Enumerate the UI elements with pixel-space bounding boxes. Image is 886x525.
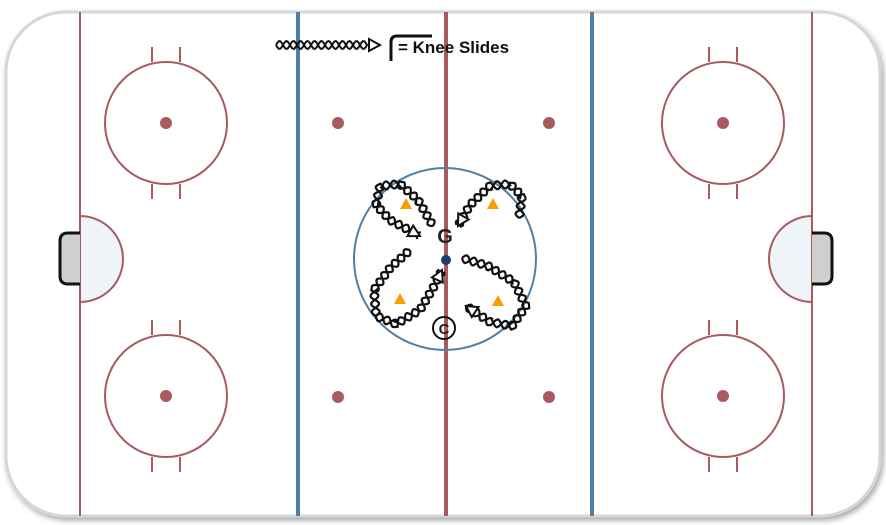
faceoff-circle-top-right [661, 47, 785, 199]
knee-slide-symbol-icon [389, 34, 432, 61]
wavy-path-arrow-icon [275, 37, 383, 53]
neutral-dot-top-right [543, 117, 555, 129]
path-bottom-left-arrow [429, 268, 444, 285]
path-bottom-right-arrow [464, 304, 481, 320]
puck-dot-icon [441, 255, 451, 265]
faceoff-circle-bottom-right [661, 320, 785, 472]
goalie-label: G [437, 226, 453, 248]
path-top-left [371, 179, 436, 240]
legend-arrow-head [368, 37, 383, 53]
goal-net-left [58, 231, 80, 286]
path-top-right [454, 179, 527, 228]
legend-label: = Knee Slides [398, 38, 509, 57]
center-circle [353, 167, 537, 351]
coach-circle [432, 316, 456, 340]
path-top-left-arrow [405, 223, 422, 238]
cone-bottom-right [492, 295, 504, 306]
neutral-dot-top-left [332, 117, 344, 129]
knee-slide-paths [369, 179, 531, 331]
goal-crease-left [79, 214, 124, 304]
goal-net-right [812, 231, 834, 286]
neutral-dot-bottom-right [543, 391, 555, 403]
cone-top-right [487, 198, 499, 209]
path-bottom-left [369, 248, 446, 329]
neutral-dot-bottom-left [332, 391, 344, 403]
path-bottom-right [460, 254, 531, 331]
path-top-right-arrow [456, 211, 471, 228]
coach-label: C [439, 321, 450, 338]
cone-bottom-left [394, 293, 406, 304]
cone-top-left [400, 198, 412, 209]
goal-crease-right [768, 214, 813, 304]
legend: = Knee Slides [275, 34, 509, 61]
faceoff-circle-bottom-left [104, 320, 228, 472]
faceoff-circle-top-left [104, 47, 228, 199]
